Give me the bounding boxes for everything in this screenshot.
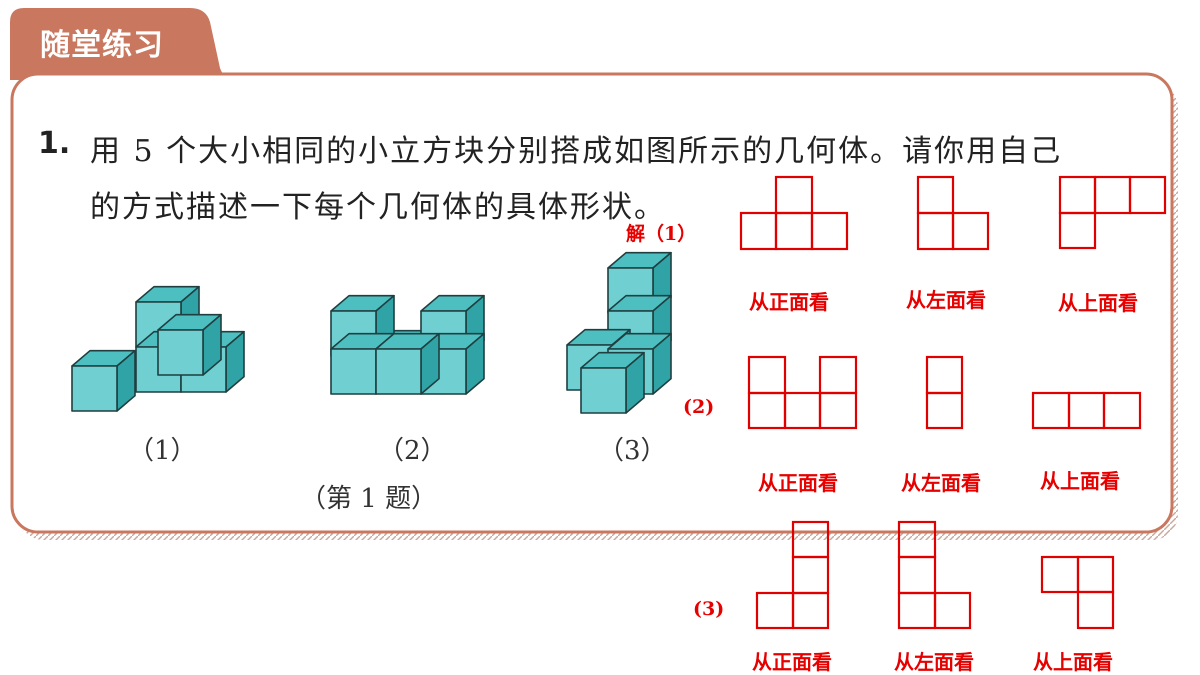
cube-1-back [157,329,204,376]
view-label-3-top: 从上面看 [1033,650,1113,674]
content-panel [10,72,1178,540]
view-grid-2-top [1031,391,1142,430]
answer-prefix: 解（1） [626,223,697,245]
view-grid-1-left [916,175,990,251]
answer-part-2-label: (2) [683,396,715,418]
cube-2-middle-front [375,348,422,395]
view-grid-1-front [739,175,849,251]
view-grid-3-front [755,520,830,630]
view-label-1-front: 从正面看 [749,290,829,314]
cube-1-left [71,365,118,412]
figure-label-1: （1） [128,436,197,466]
view-grid-1-top [1058,175,1167,250]
question-number: 1. [38,126,71,161]
view-grid-2-front [747,355,858,430]
question-text-line1: 用 5 个大小相同的小立方块分别搭成如图所示的几何体。请你用自己 [90,134,1063,169]
figure-label-2: （2） [378,436,447,466]
view-grid-2-left [925,355,964,430]
view-label-3-front: 从正面看 [752,650,832,674]
cube-3-front [580,367,627,414]
answer-part-3-label: (3) [693,598,725,620]
section-tab [10,8,238,80]
view-label-2-front: 从正面看 [758,471,838,495]
figure-caption: （第 1 题） [300,484,438,514]
question-text-line2: 的方式描述一下每个几何体的具体形状。 [90,190,666,225]
cube-2-left-bottom [330,348,377,395]
view-grid-3-top [1040,555,1115,630]
view-label-1-left: 从左面看 [906,288,986,312]
view-label-1-top: 从上面看 [1058,291,1138,315]
view-label-2-top: 从上面看 [1040,469,1120,493]
view-label-3-left: 从左面看 [894,650,974,674]
view-label-2-left: 从左面看 [901,471,981,495]
figure-label-3: （3） [598,436,667,466]
view-grid-3-left [897,520,972,630]
section-title: 随堂练习 [40,28,164,63]
